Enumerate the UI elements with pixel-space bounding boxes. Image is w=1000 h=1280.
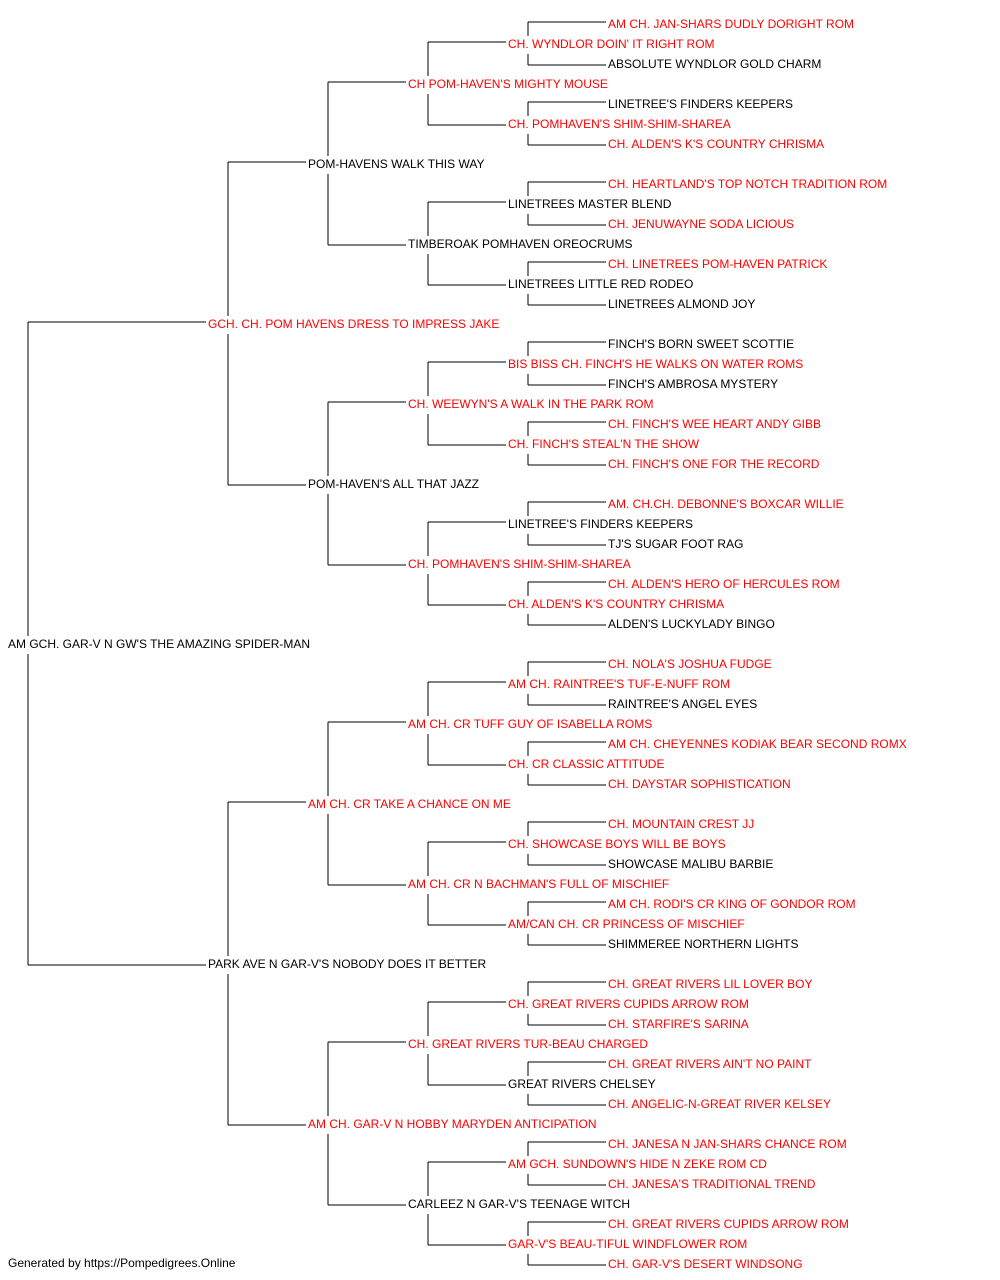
ancestor-gen5-name: CH. ALDEN'S K'S COUNTRY CHRISMA: [608, 137, 824, 151]
ancestor-gen4-name: LINETREE'S FINDERS KEEPERS: [508, 517, 693, 531]
ancestor-gen5-name: CH. NOLA'S JOSHUA FUDGE: [608, 657, 772, 671]
ancestor-gen5-name: SHIMMEREE NORTHERN LIGHTS: [608, 937, 798, 951]
ancestor-gen3-name: AM CH. CR N BACHMAN'S FULL OF MISCHIEF: [408, 877, 669, 891]
ancestor-gen5-name: CH. GREAT RIVERS AIN'T NO PAINT: [608, 1057, 812, 1071]
subject-dog-name: AM GCH. GAR-V N GW'S THE AMAZING SPIDER-…: [8, 637, 310, 651]
ancestor-gen5-name: CH. DAYSTAR SOPHISTICATION: [608, 777, 791, 791]
ancestor-gen5-name: AM CH. JAN-SHARS DUDLY DORIGHT ROM: [608, 17, 854, 31]
ancestor-gen2-name: AM CH. GAR-V N HOBBY MARYDEN ANTICIPATIO…: [308, 1117, 597, 1131]
ancestor-gen5-name: CH. FINCH'S ONE FOR THE RECORD: [608, 457, 820, 471]
ancestor-gen5-name: CH. STARFIRE'S SARINA: [608, 1017, 749, 1031]
ancestor-gen4-name: LINETREES MASTER BLEND: [508, 197, 672, 211]
ancestor-gen1-name: GCH. CH. POM HAVENS DRESS TO IMPRESS JAK…: [208, 317, 499, 331]
ancestor-gen5-name: CH. ALDEN'S HERO OF HERCULES ROM: [608, 577, 840, 591]
ancestor-gen5-name: SHOWCASE MALIBU BARBIE: [608, 857, 773, 871]
ancestor-gen4-name: AM CH. RAINTREE'S TUF-E-NUFF ROM: [508, 677, 730, 691]
ancestor-gen5-name: CH. GREAT RIVERS CUPIDS ARROW ROM: [608, 1217, 849, 1231]
ancestor-gen5-name: AM. CH.CH. DEBONNE'S BOXCAR WILLIE: [608, 497, 844, 511]
ancestor-gen3-name: CARLEEZ N GAR-V'S TEENAGE WITCH: [408, 1197, 630, 1211]
ancestor-gen5-name: CH. MOUNTAIN CREST JJ: [608, 817, 754, 831]
ancestor-gen4-name: CH. SHOWCASE BOYS WILL BE BOYS: [508, 837, 726, 851]
ancestor-gen5-name: CH. JENUWAYNE SODA LICIOUS: [608, 217, 794, 231]
ancestor-gen2-name: AM CH. CR TAKE A CHANCE ON ME: [308, 797, 511, 811]
ancestor-gen1-name: PARK AVE N GAR-V'S NOBODY DOES IT BETTER: [208, 957, 486, 971]
ancestor-gen5-name: AM CH. RODI'S CR KING OF GONDOR ROM: [608, 897, 856, 911]
ancestor-gen5-name: ABSOLUTE WYNDLOR GOLD CHARM: [608, 57, 821, 71]
ancestor-gen5-name: RAINTREE'S ANGEL EYES: [608, 697, 757, 711]
ancestor-gen4-name: CH. GREAT RIVERS CUPIDS ARROW ROM: [508, 997, 749, 1011]
ancestor-gen4-name: LINETREES LITTLE RED RODEO: [508, 277, 693, 291]
ancestor-gen3-name: AM CH. CR TUFF GUY OF ISABELLA ROMS: [408, 717, 652, 731]
ancestor-gen4-name: AM/CAN CH. CR PRINCESS OF MISCHIEF: [508, 917, 745, 931]
ancestor-gen5-name: CH. GREAT RIVERS LIL LOVER BOY: [608, 977, 813, 991]
ancestor-gen4-name: GREAT RIVERS CHELSEY: [508, 1077, 656, 1091]
ancestor-gen5-name: CH. HEARTLAND'S TOP NOTCH TRADITION ROM: [608, 177, 887, 191]
ancestor-gen4-name: CH. ALDEN'S K'S COUNTRY CHRISMA: [508, 597, 724, 611]
ancestor-gen5-name: CH. JANESA N JAN-SHARS CHANCE ROM: [608, 1137, 847, 1151]
ancestor-gen4-name: BIS BISS CH. FINCH'S HE WALKS ON WATER R…: [508, 357, 803, 371]
ancestor-gen5-name: CH. LINETREES POM-HAVEN PATRICK: [608, 257, 827, 271]
ancestor-gen5-name: LINETREES ALMOND JOY: [608, 297, 755, 311]
ancestor-gen3-name: CH. GREAT RIVERS TUR-BEAU CHARGED: [408, 1037, 648, 1051]
ancestor-gen3-name: CH POM-HAVEN'S MIGHTY MOUSE: [408, 77, 608, 91]
ancestor-gen5-name: CH. JANESA'S TRADITIONAL TREND: [608, 1177, 816, 1191]
ancestor-gen5-name: FINCH'S AMBROSA MYSTERY: [608, 377, 778, 391]
ancestor-gen5-name: LINETREE'S FINDERS KEEPERS: [608, 97, 793, 111]
ancestor-gen4-name: CH. WYNDLOR DOIN' IT RIGHT ROM: [508, 37, 715, 51]
ancestor-gen2-name: POM-HAVENS WALK THIS WAY: [308, 157, 484, 171]
ancestor-gen5-name: FINCH'S BORN SWEET SCOTTIE: [608, 337, 794, 351]
ancestor-gen4-name: GAR-V'S BEAU-TIFUL WINDFLOWER ROM: [508, 1237, 747, 1251]
footer-credit: Generated by https://Pompedigrees.Online: [8, 1256, 236, 1270]
ancestor-gen5-name: CH. FINCH'S WEE HEART ANDY GIBB: [608, 417, 821, 431]
ancestor-gen4-name: AM GCH. SUNDOWN'S HIDE N ZEKE ROM CD: [508, 1157, 767, 1171]
ancestor-gen5-name: ALDEN'S LUCKYLADY BINGO: [608, 617, 775, 631]
ancestor-gen5-name: AM CH. CHEYENNES KODIAK BEAR SECOND ROMX: [608, 737, 907, 751]
ancestor-gen3-name: CH. POMHAVEN'S SHIM-SHIM-SHAREA: [408, 557, 631, 571]
ancestor-gen4-name: CH. CR CLASSIC ATTITUDE: [508, 757, 664, 771]
ancestor-gen5-name: TJ'S SUGAR FOOT RAG: [608, 537, 743, 551]
ancestor-gen2-name: POM-HAVEN'S ALL THAT JAZZ: [308, 477, 479, 491]
ancestor-gen3-name: CH. WEEWYN'S A WALK IN THE PARK ROM: [408, 397, 653, 411]
ancestor-gen5-name: CH. ANGELIC-N-GREAT RIVER KELSEY: [608, 1097, 831, 1111]
ancestor-gen5-name: CH. GAR-V'S DESERT WINDSONG: [608, 1257, 803, 1271]
ancestor-gen4-name: CH. FINCH'S STEAL'N THE SHOW: [508, 437, 700, 451]
ancestor-gen4-name: CH. POMHAVEN'S SHIM-SHIM-SHAREA: [508, 117, 731, 131]
ancestor-gen3-name: TIMBEROAK POMHAVEN OREOCRUMS: [408, 237, 632, 251]
